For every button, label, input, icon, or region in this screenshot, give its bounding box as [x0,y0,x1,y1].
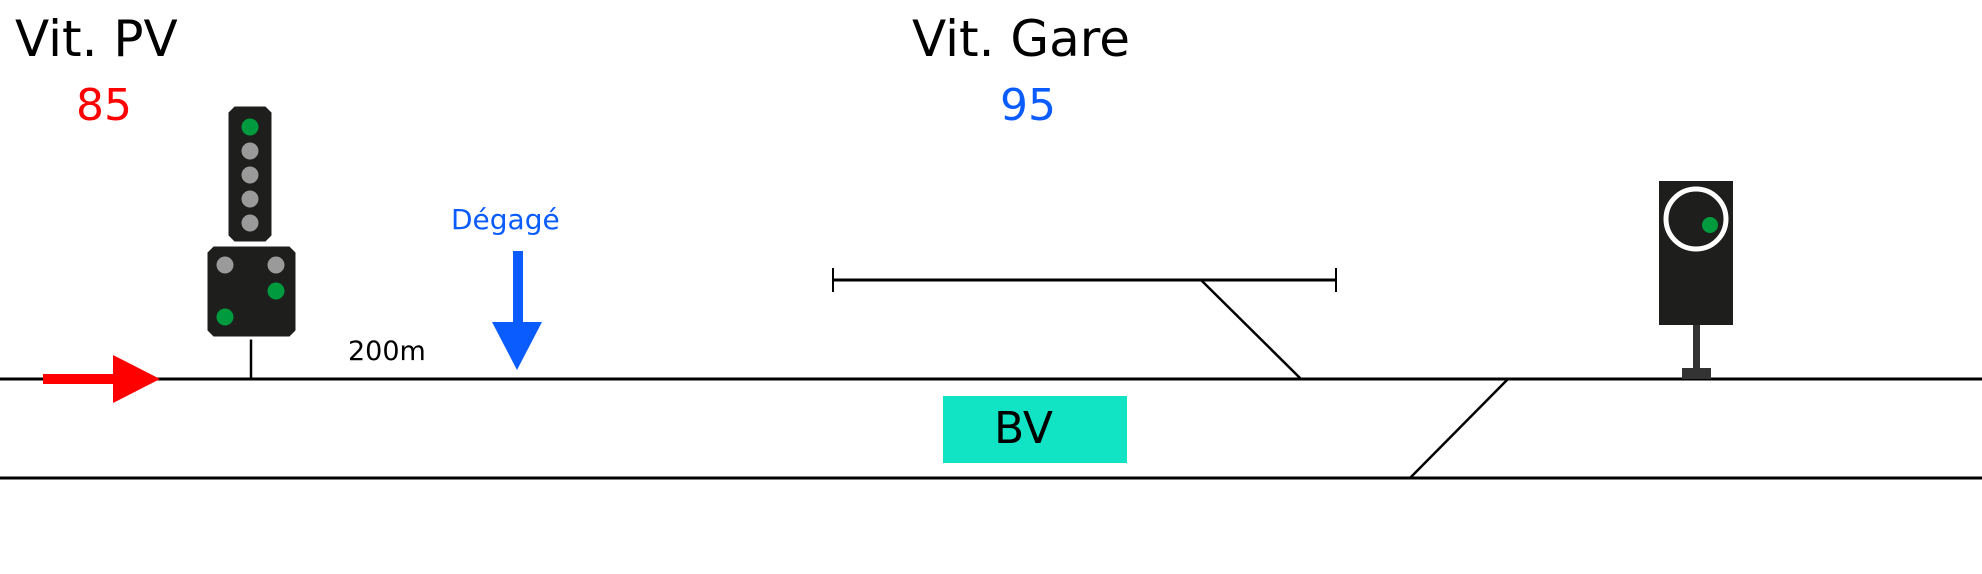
speed-gare-title: Vit. Gare [912,10,1130,68]
clear-arrow [492,251,542,370]
right-signal [1659,181,1733,379]
speed-pv-title: Vit. PV [15,10,178,68]
clear-label: Dégagé [451,203,560,236]
green-lamp [267,282,285,300]
station-building-label: BV [994,403,1053,454]
distance-label: 200m [348,336,426,367]
speed-gare-value: 95 [1000,80,1056,131]
gray-lamp [241,190,259,208]
green-lamp [1702,217,1718,233]
green-lamp [241,118,259,136]
gray-lamp [241,142,259,160]
gray-lamp [241,214,259,232]
left-signal [204,103,299,379]
green-lamp [216,308,234,326]
switch-diagonal [1409,378,1509,479]
platform-measure [832,268,1337,380]
gray-lamp [216,256,234,274]
station-building-box [943,396,1127,463]
gray-lamp [241,166,259,184]
speed-pv-value: 85 [76,80,132,131]
gray-lamp [267,256,285,274]
direction-arrow [43,355,160,403]
